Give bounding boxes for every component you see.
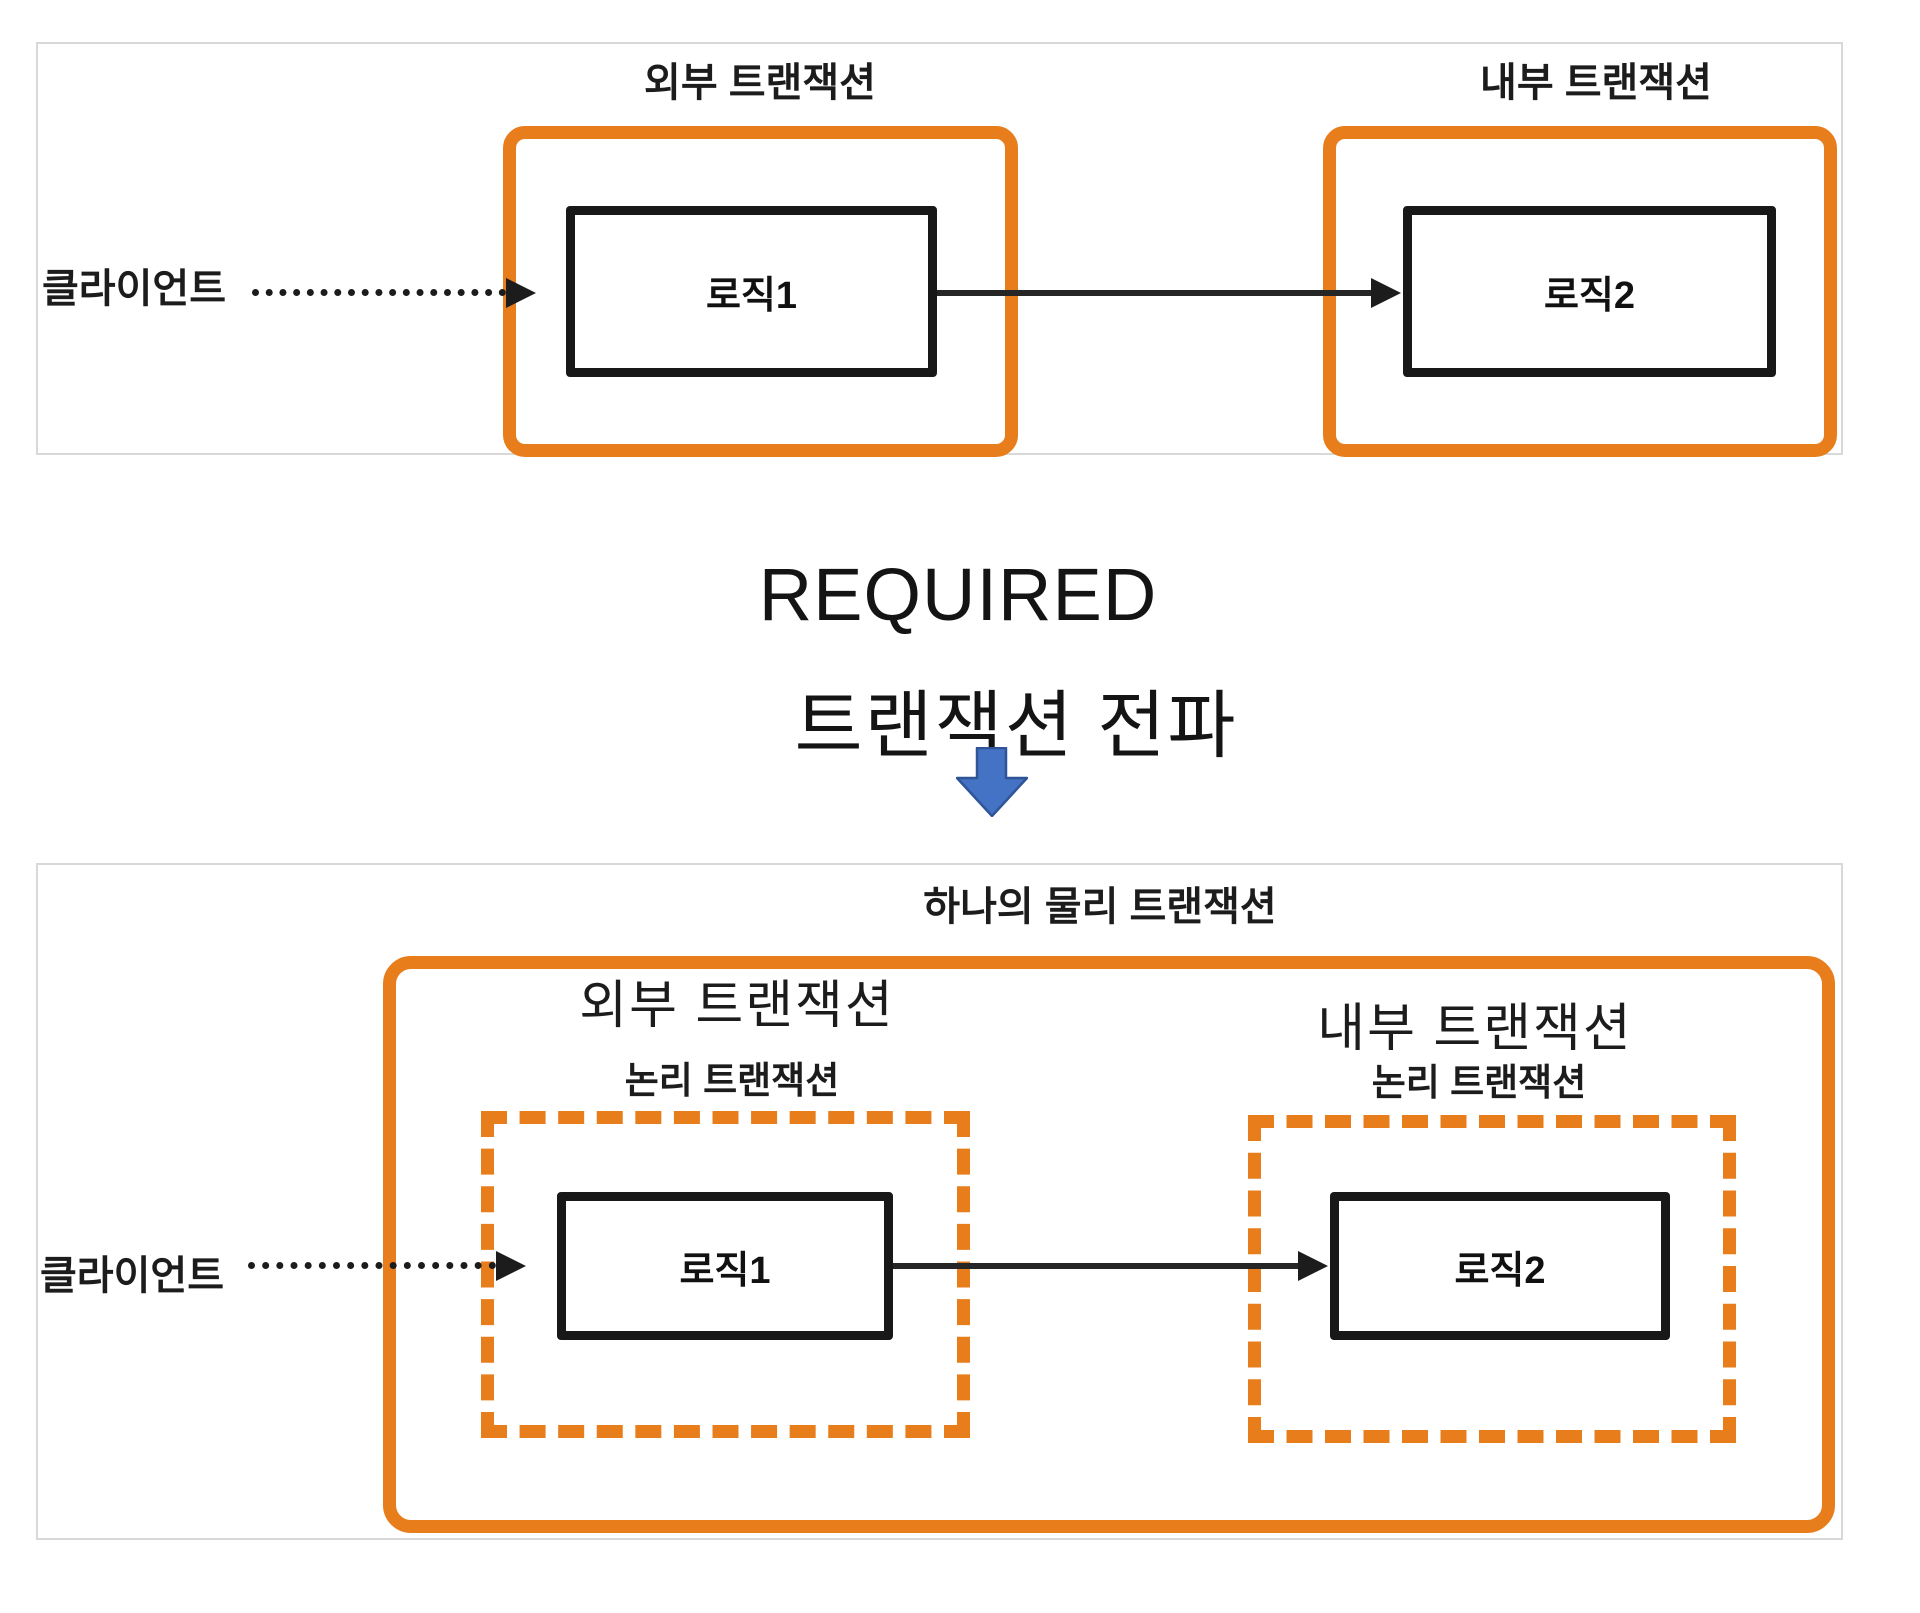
top-logic1-label: 로직1 xyxy=(705,275,798,317)
top-client-arrowhead-icon xyxy=(506,278,536,308)
top-inner-transaction-box xyxy=(1323,126,1837,457)
top-logic1-box: 로직1 xyxy=(566,206,937,377)
inner-logical-transaction-dashed-box xyxy=(1248,1115,1736,1443)
physical-transaction-box xyxy=(383,956,1835,1533)
top-logic2-box: 로직2 xyxy=(1403,206,1776,377)
top-logic2-label: 로직2 xyxy=(1543,275,1636,317)
bottom-inner-logical-transaction-label: 논리 트랜잭션 xyxy=(1371,1062,1587,1103)
bottom-inner-transaction-label: 내부 트랜잭션 xyxy=(1317,1000,1633,1058)
bottom-outer-transaction-label: 외부 트랜잭션 xyxy=(579,977,895,1035)
top-logic-flow-arrow xyxy=(937,290,1373,296)
down-arrow-icon xyxy=(956,747,1028,817)
top-client-label: 클라이언트 xyxy=(42,267,226,311)
bottom-client-arrowhead-icon xyxy=(496,1251,526,1281)
top-outer-transaction-label: 외부 트랜잭션 xyxy=(644,61,876,105)
bottom-logic1-label: 로직1 xyxy=(679,1249,771,1292)
physical-transaction-title: 하나의 물리 트랜잭션 xyxy=(923,885,1277,929)
bottom-client-label: 클라이언트 xyxy=(40,1254,224,1298)
propagation-title-line2: 트랜잭션 전파 xyxy=(794,684,1238,767)
top-client-dotted-arrow xyxy=(252,289,506,296)
bottom-logic1-box: 로직1 xyxy=(557,1192,893,1340)
bottom-logic-flow-arrowhead-icon xyxy=(1298,1251,1328,1281)
outer-logical-transaction-dashed-box xyxy=(481,1111,970,1438)
propagation-title-line1: REQUIRED xyxy=(758,553,1158,636)
bottom-outer-logical-transaction-label: 논리 트랜잭션 xyxy=(624,1060,840,1101)
bottom-logic2-box: 로직2 xyxy=(1330,1192,1670,1340)
top-inner-transaction-label: 내부 트랜잭션 xyxy=(1480,61,1712,105)
bottom-logic-flow-arrow xyxy=(893,1263,1300,1269)
bottom-client-dotted-arrow xyxy=(248,1262,496,1269)
top-logic-flow-arrowhead-icon xyxy=(1371,278,1401,308)
bottom-logic2-label: 로직2 xyxy=(1454,1249,1546,1292)
